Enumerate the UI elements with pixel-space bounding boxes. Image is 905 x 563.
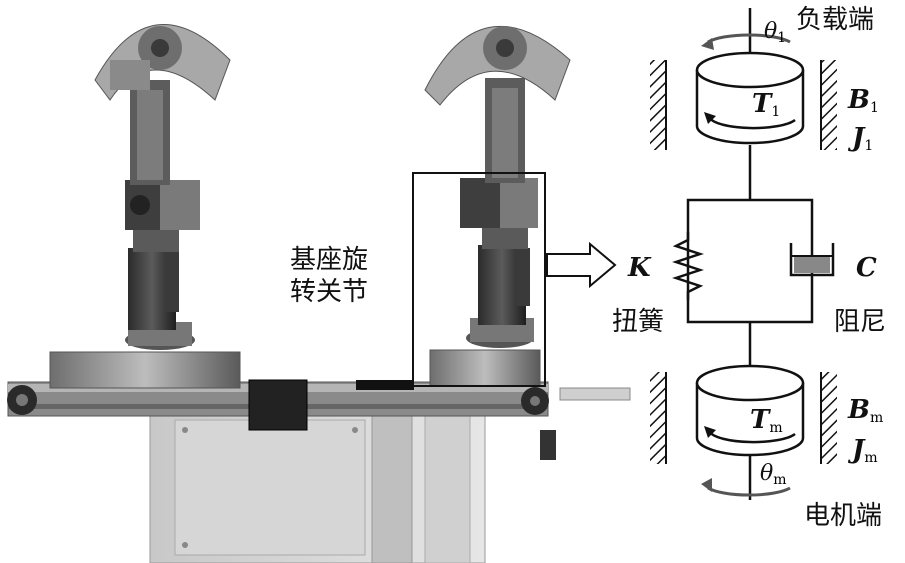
motor-torque: Tm [750,405,783,436]
motor-end-label: 电机端 [804,501,882,531]
load-angle-arrowhead [701,38,714,50]
damper-label: 阻尼 [834,307,886,337]
load-end-label: 负载端 [796,5,874,35]
damper-symbol: C [856,253,877,283]
spring-symbol: K [627,253,652,283]
damper-icon [789,243,835,277]
motor-inertia-body [650,364,837,464]
load-torque: T1 [752,89,780,120]
coupling-frame [686,198,814,324]
base-joint-label-line1: 基座旋 [290,245,369,275]
motor-damping: Bm [847,395,883,426]
motor-angle-arrowhead [701,478,712,492]
left-robot-arm [49,24,241,389]
load-damping: B1 [847,85,879,116]
motor-inertia: Jm [847,435,878,466]
spring-icon [672,232,704,300]
joint-highlight-box [412,172,546,387]
load-inertia: J1 [847,123,873,154]
base-cabinet [149,404,486,563]
joint-schematic: 负载端 电机端 扭簧 阻尼 K C T1 Tm B1 J1 Bm Jm θ1 θ… [612,5,886,531]
motor-angle-arrow [707,486,791,497]
spring-label: 扭簧 [612,307,664,337]
base-joint-label: 基座旋 转关节 [290,244,368,308]
load-angle-arrow [707,33,791,44]
pointer-arrow [546,241,617,289]
load-angle: θ1 [764,19,786,46]
motor-angle: θm [760,461,787,488]
load-inertia-body [650,51,837,150]
robot-photo [7,24,631,563]
right-robot-arm [424,25,571,387]
base-joint-label-line2: 转关节 [290,277,369,307]
